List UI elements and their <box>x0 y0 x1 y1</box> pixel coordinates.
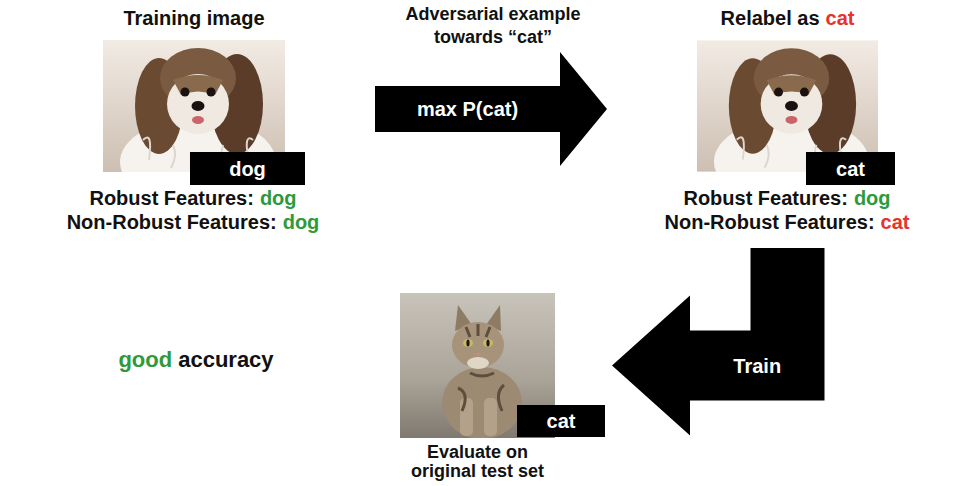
label-text: Robust Features: <box>683 186 847 210</box>
image-panel: Evaluate on original test setcat <box>400 293 555 438</box>
label-text: Non-Robust Features: <box>67 210 277 234</box>
label-text: accuracy <box>178 347 273 373</box>
panel-heading: cat <box>826 6 855 30</box>
feature-row: Robust Features: dog <box>0 186 403 210</box>
label-text: Robust Features: <box>89 186 253 210</box>
block-arrow <box>612 248 825 436</box>
class-tag: cat <box>806 152 895 185</box>
panel-heading: Relabel as <box>721 6 820 30</box>
caption-box: Evaluate on original test set <box>393 443 563 481</box>
image-panel: Relabel ascatcat <box>697 40 878 172</box>
block-arrow <box>375 52 607 166</box>
edge-label: Train <box>733 355 781 377</box>
image-panel: Training imagedog <box>103 40 285 172</box>
class-tag: cat <box>517 405 605 437</box>
label-text: Adversarial example towards “cat” <box>388 3 598 49</box>
class-tag: dog <box>190 152 305 185</box>
heading-row: Relabel ascat <box>587 4 976 32</box>
panel-caption: Evaluate on original test set <box>393 443 563 481</box>
heading-row: Training image <box>0 4 395 32</box>
tag-text: dog <box>229 158 266 180</box>
label-text: dog <box>283 210 320 234</box>
panel-heading: Training image <box>123 6 264 30</box>
label-text: Non-Robust Features: <box>665 210 875 234</box>
edge-label: max P(cat) <box>417 98 518 120</box>
label-text: dog <box>260 186 297 210</box>
feature-row: goodaccuracy <box>0 347 406 373</box>
feature-row: Robust Features: dog <box>577 186 976 210</box>
label-text: good <box>118 347 172 373</box>
note-box: Adversarial example towards “cat” <box>388 3 598 49</box>
label-text: cat <box>881 210 910 234</box>
feature-row: Non-Robust Features:cat <box>577 210 976 234</box>
tag-text: cat <box>836 158 865 180</box>
feature-row: Non-Robust Features:dog <box>0 210 403 234</box>
tag-text: cat <box>547 410 576 432</box>
label-text: dog <box>854 186 891 210</box>
